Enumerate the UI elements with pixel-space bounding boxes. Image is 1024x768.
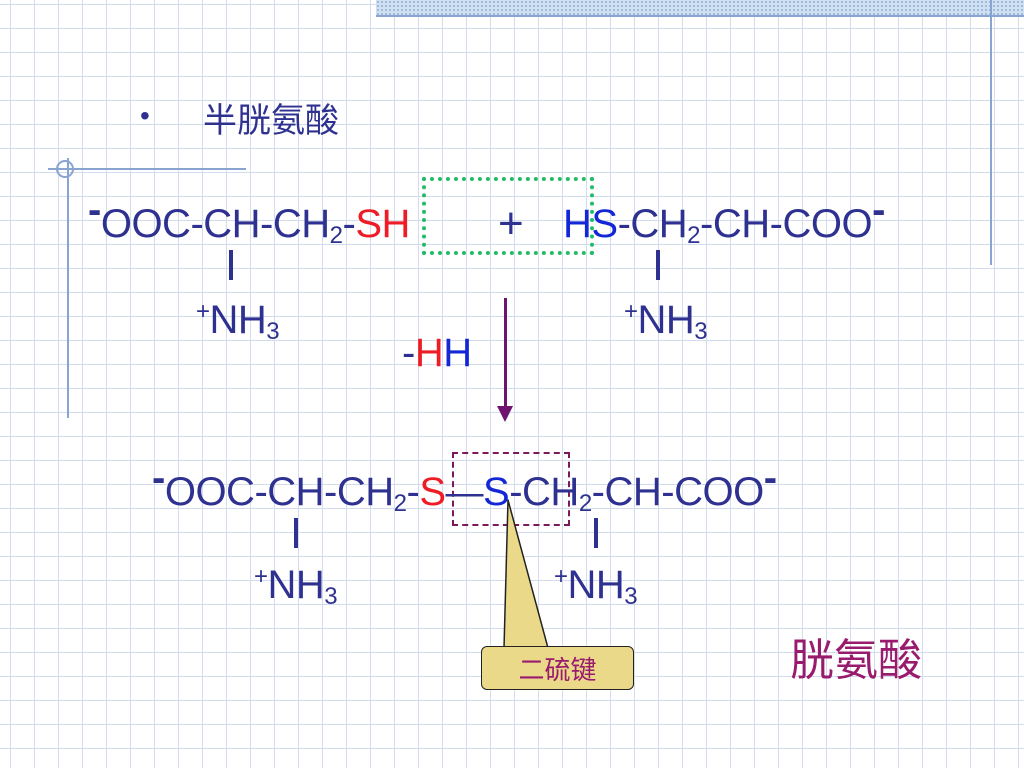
reactant-right-amine: +NH3 [624,298,708,345]
sulfur-atom-left: S [419,470,446,514]
right-rule [990,0,992,265]
elimination-label: -HH [402,331,472,375]
product-amine-right: +NH3 [554,563,638,610]
rule-circle-icon [56,160,74,178]
header-decor-band [376,0,1024,15]
reaction-arrow-head [497,406,513,422]
sulfur-atom-right: S [591,202,618,246]
thiol-hydrogen-left: H [381,202,411,246]
carboxylate-charge: - [872,188,885,232]
title-bullet: • [140,100,150,131]
product-name: 胱氨酸 [790,635,922,686]
disulfide-callout: 二硫键 [481,646,634,690]
disulfide-bond-line: — [445,472,484,514]
sulfur-atom-right: S [483,470,510,514]
carboxylate-charge: - [763,456,777,500]
bond-line [656,250,660,280]
carboxylate-charge: - [152,456,165,500]
thiol-hydrogen-right: H [563,202,592,246]
callout-label: 二硫键 [518,655,597,686]
plus-sign: + [498,199,524,248]
bond-line [229,250,233,280]
top-rule [48,168,246,170]
left-rule [67,158,69,418]
carboxylate-charge: - [88,188,101,232]
reactant-left-formula: -OOC-CH-CH2-SH [88,188,411,249]
product-amine-left: +NH3 [254,563,338,610]
reactant-left-amine: +NH3 [196,298,280,345]
slide-title: 半胱氨酸 [203,101,339,141]
bond-line [294,518,298,548]
product-formula: -OOC-CH-CH2-S—S-CH2-CH-COO- [152,456,777,517]
header-decor-line [376,15,1024,17]
sulfur-atom-left: S [355,202,382,246]
reacting-groups-box [422,177,594,255]
reaction-arrow [504,298,507,410]
reactant-right-formula: HS-CH2-CH-COO- [563,188,885,249]
bond-line [594,518,598,548]
